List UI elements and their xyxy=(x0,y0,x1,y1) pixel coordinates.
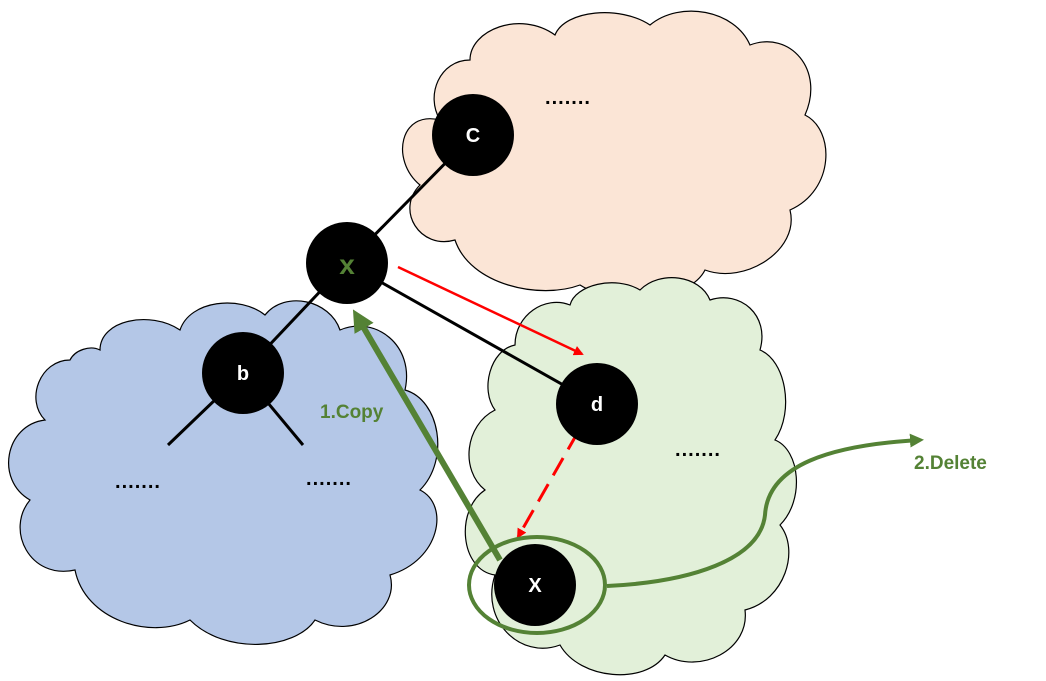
node-x-top-label: x xyxy=(339,249,355,280)
successor-path-arrows xyxy=(397,265,584,539)
red-arrow-x-to-d xyxy=(397,265,584,356)
node-b-label: b xyxy=(237,363,249,385)
delete-highlight-ellipse xyxy=(467,535,607,635)
left-cloud-ellipsis-right: ....... xyxy=(306,468,352,490)
delete-arrow xyxy=(606,433,924,588)
top-cloud xyxy=(402,10,827,300)
right-cloud-ellipsis: ....... xyxy=(675,439,721,461)
node-x-top: x xyxy=(306,222,388,304)
red-dashed-arrow-d-to-x xyxy=(516,431,580,539)
left-cloud-ellipsis-left: ....... xyxy=(115,471,161,493)
top-cloud-ellipsis: ....... xyxy=(545,87,591,109)
node-c: C xyxy=(432,94,514,176)
node-x-bottom: X xyxy=(494,544,576,626)
node-d-label: d xyxy=(591,394,603,416)
node-x-bottom-label: X xyxy=(528,575,542,597)
node-d: d xyxy=(556,363,638,445)
delete-step-label: 2.Delete xyxy=(914,453,987,474)
node-b: b xyxy=(202,332,284,414)
left-cloud xyxy=(8,300,439,645)
copy-step-label: 1.Copy xyxy=(320,402,384,423)
copy-arrow xyxy=(352,309,503,562)
node-c-label: C xyxy=(466,125,480,147)
